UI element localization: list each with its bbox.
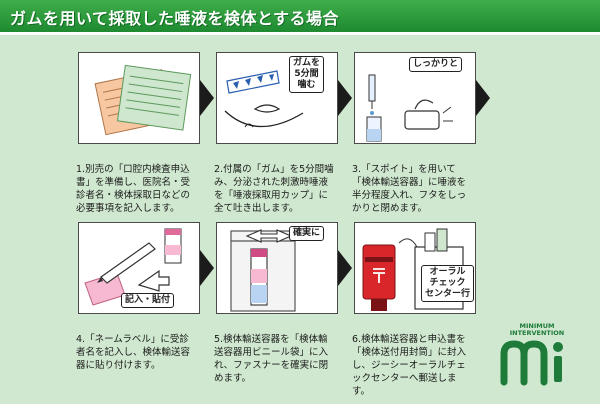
flow-arrow-1 — [200, 80, 214, 116]
step-6-caption: 6.検体輸送容器と申込書を「検体送付用封筒」に封入し、ジーシーオーラルチェックセ… — [352, 320, 474, 398]
step-3-number: 3. — [352, 164, 362, 175]
step-5-text: 検体輸送容器を「検体輸送容器用ビニール袋」に入れ、ファスナーを確実に閉めます。 — [214, 334, 329, 384]
step-2-callout: ガムを 5分間 噛む — [289, 56, 325, 93]
step-4-text: 「ネームラベル」に受診者名を記入し、検体輸送容器に貼り付けます。 — [76, 334, 191, 371]
step-4-illustration: 記入・貼付 — [78, 222, 200, 314]
step-5-number: 5. — [214, 334, 224, 345]
step-4-callout: 記入・貼付 — [121, 293, 175, 308]
name-label-pen-icon — [84, 228, 182, 306]
step-3-illustration: しっかりと — [354, 52, 476, 144]
step-2-illustration: ガムを 5分間 噛む — [216, 52, 338, 144]
page-title: ガムを用いて採取した唾液を検体とする場合 — [10, 9, 340, 28]
step-3-caption: 3.「スポイト」を用いて「検体輸送容器」に唾液を半分程度入れ、フタをしっかりと閉… — [352, 150, 474, 215]
step-5-caption: 5.検体輸送容器を「検体輸送容器用ビニール袋」に入れ、ファスナーを確実に閉めます… — [214, 320, 336, 385]
mi-logo-icon — [500, 340, 563, 386]
flow-arrow-2 — [338, 80, 352, 116]
step-6-text: 検体輸送容器と申込書を「検体送付用封筒」に封入し、ジーシーオーラルチェックセンタ… — [352, 334, 467, 397]
logo-line-1: MINIMUM — [519, 322, 555, 330]
step-5-callout: 確実に — [289, 226, 325, 241]
step-2-caption: 2.付属の「ガム」を5分間噛み、分泌された刺激時唾液を「唾液採取用カップ」に全て… — [214, 150, 336, 215]
step-3-callout: しっかりと — [409, 57, 463, 72]
step-4-caption: 4.「ネームラベル」に受診者名を記入し、検体輸送容器に貼り付けます。 — [76, 320, 198, 372]
chewing-gum-face-icon — [224, 70, 304, 128]
step-6-number: 6. — [352, 334, 362, 345]
step-6-callout: オーラル チェック センター行 — [421, 265, 475, 302]
dropper-tube-icon — [366, 74, 453, 142]
flow-arrow-3 — [476, 80, 490, 116]
step-6-illustration: オーラル チェック センター行 — [354, 222, 476, 314]
step-1-illustration — [78, 52, 200, 144]
step-2-number: 2. — [214, 164, 224, 175]
mi-logo: Mi — [500, 340, 580, 386]
step-5-illustration: 確実に — [216, 222, 338, 314]
flow-arrow-4 — [200, 250, 214, 286]
step-2-text: 付属の「ガム」を5分間噛み、分泌された刺激時唾液を「唾液採取用カップ」に全て吐き… — [214, 164, 334, 214]
logo-line-2: INTERVENTION — [509, 329, 565, 337]
header-bar: ガムを用いて採取した唾液を検体とする場合 — [0, 0, 600, 35]
vinyl-bag-tube-icon — [230, 229, 296, 312]
step-1-caption: 1.別売の「口腔内検査申込書」を準備し、医院名・受診者名・検体採取日などの必要事… — [76, 150, 198, 215]
step-4-number: 4. — [76, 334, 86, 345]
step-3-text: 「スポイト」を用いて「検体輸送容器」に唾液を半分程度入れ、フタをしっかりと閉めま… — [352, 164, 467, 214]
flow-arrow-5 — [338, 250, 352, 286]
step-1-number: 1. — [76, 164, 86, 175]
step-1-text: 別売の「口腔内検査申込書」を準備し、医院名・受診者名・検体採取日などの必要事項を… — [76, 164, 191, 214]
application-forms-icon — [94, 64, 192, 136]
logo-text: MINIMUM INTERVENTION — [497, 323, 577, 337]
